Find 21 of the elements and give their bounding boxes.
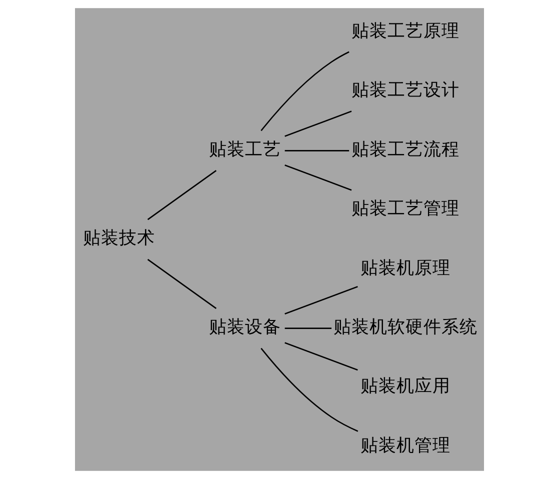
node-text: 贴装机软硬件系统 — [334, 317, 478, 338]
node-text: 贴装工艺原理 — [352, 21, 460, 42]
connector — [284, 342, 358, 371]
connector — [284, 150, 350, 152]
node-text: 贴装工艺管理 — [352, 199, 460, 220]
node-text: 贴装机原理 — [360, 258, 451, 278]
node-text: 贴装设备 — [208, 317, 281, 338]
node-text: 贴装工艺设计 — [352, 80, 460, 101]
connector — [284, 328, 332, 329]
connector — [284, 164, 352, 191]
node-text: 贴装机管理 — [360, 436, 451, 456]
connector — [147, 170, 217, 220]
connector — [284, 110, 352, 137]
connector — [260, 51, 350, 132]
connector — [260, 348, 358, 432]
node-text: 贴装技术 — [82, 228, 155, 249]
node-text: 贴装工艺流程 — [352, 140, 460, 160]
connector — [284, 286, 358, 314]
connector — [147, 258, 217, 309]
node-text: 贴装机应用 — [360, 376, 451, 397]
node-text: 贴装工艺 — [208, 140, 281, 160]
